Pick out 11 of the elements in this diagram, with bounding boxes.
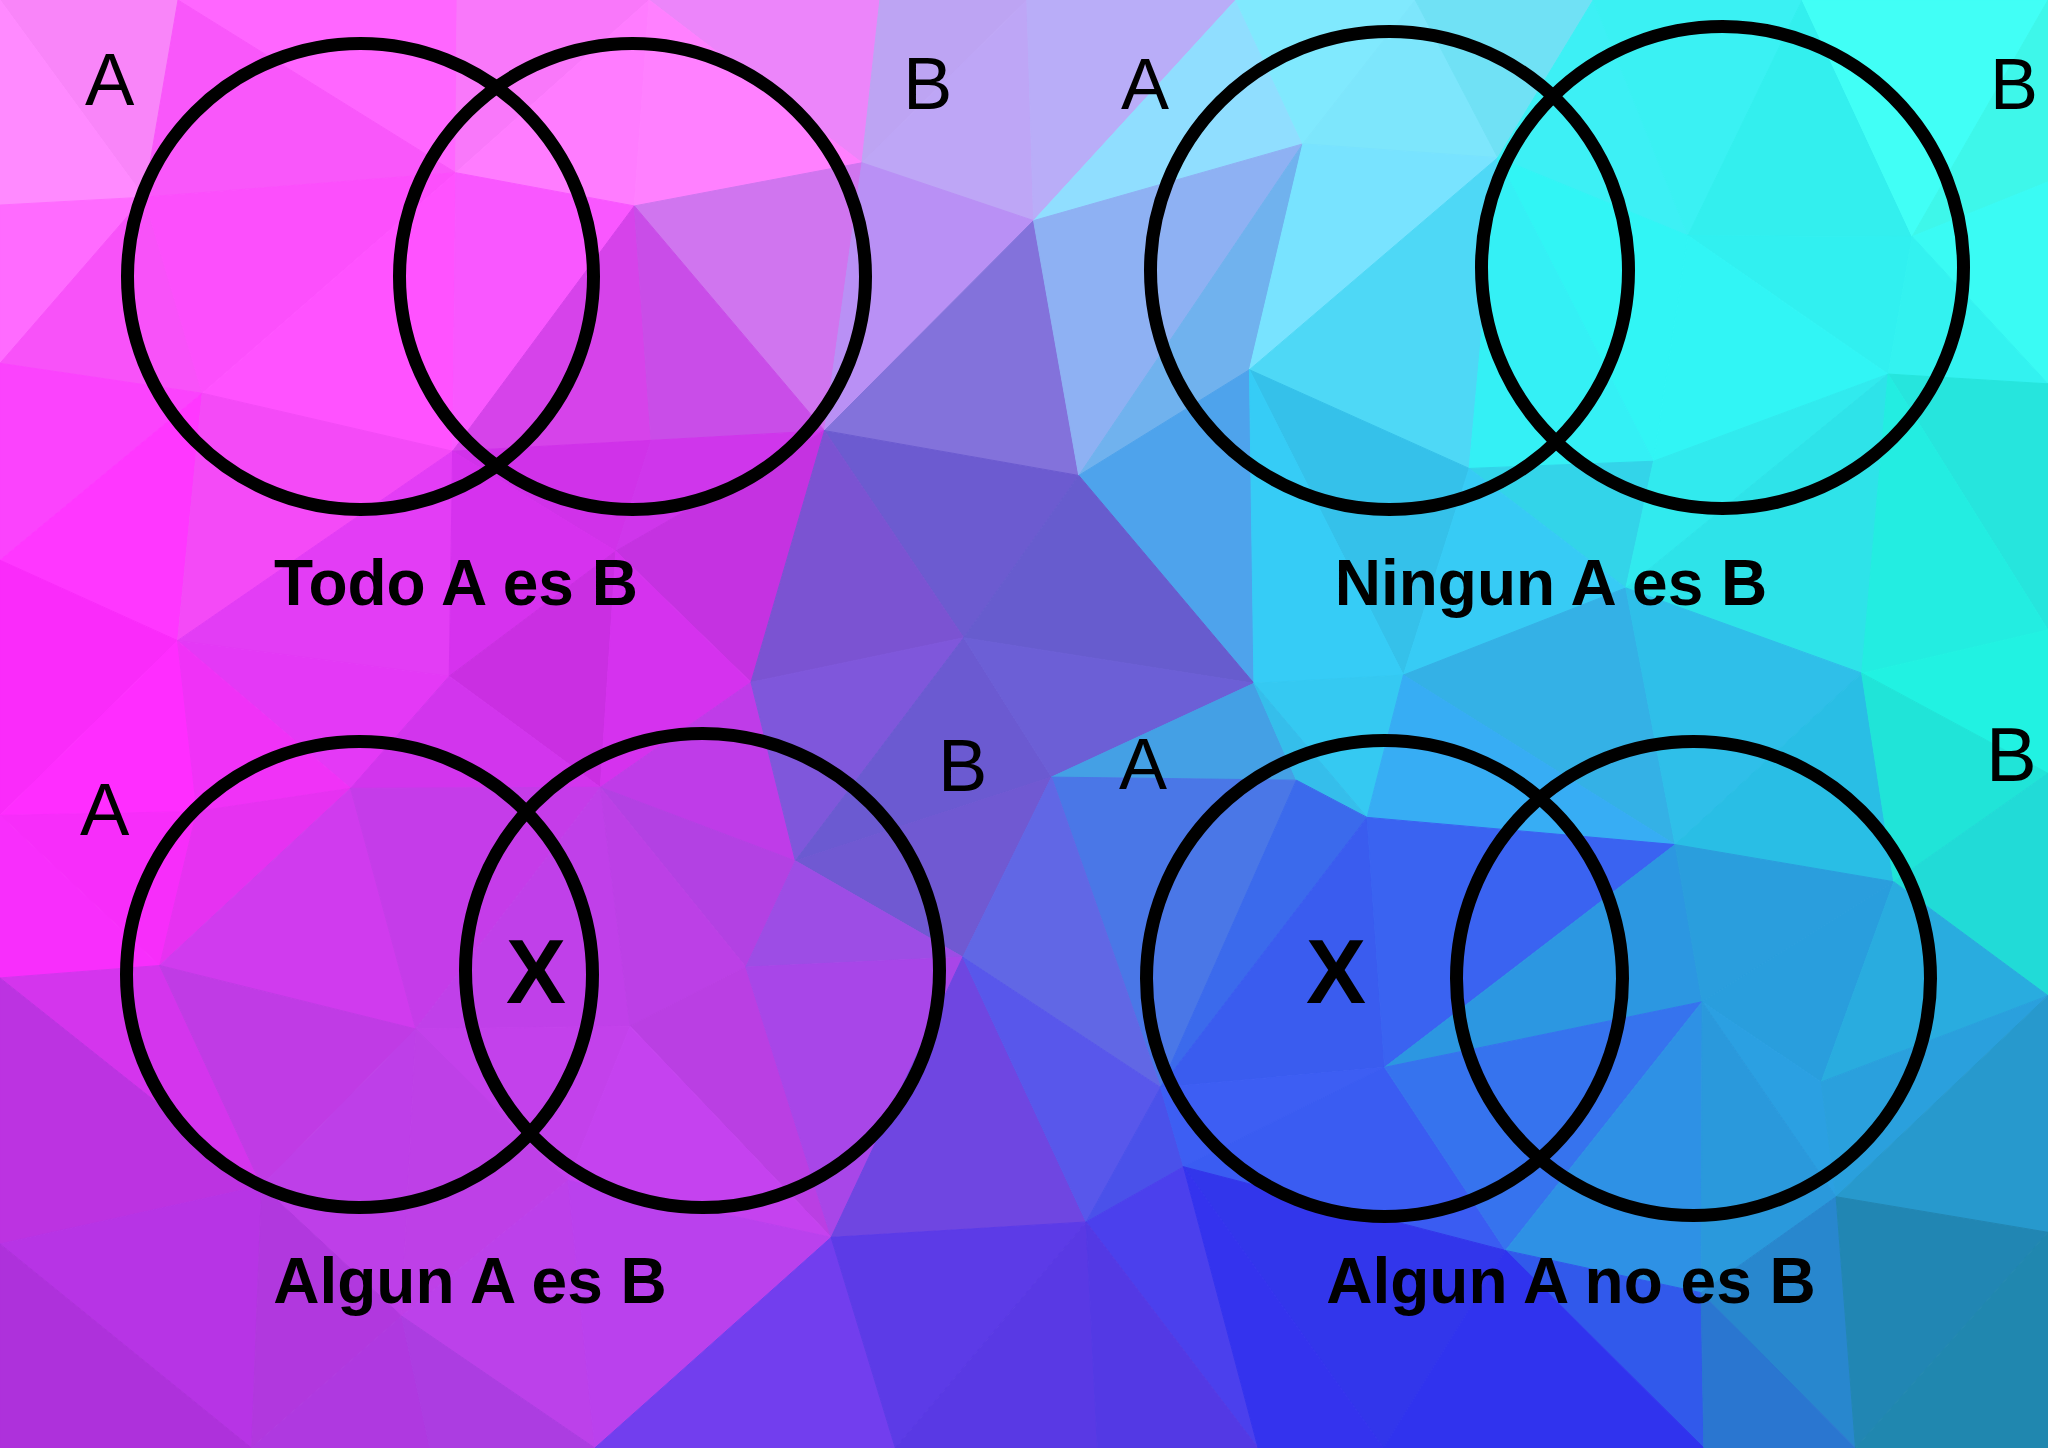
- proposition-caption: Todo A es B: [274, 550, 638, 615]
- set-label: A: [1119, 727, 1168, 800]
- region-mark: X: [506, 927, 566, 1018]
- set-label: B: [938, 729, 988, 804]
- set-label: A: [80, 773, 130, 848]
- set-label: A: [1121, 47, 1170, 120]
- set-label: B: [903, 47, 953, 122]
- set-label: A: [85, 43, 135, 118]
- set-label: B: [1986, 717, 2037, 794]
- set-label: B: [1990, 47, 2039, 120]
- region-mark: X: [1306, 927, 1366, 1018]
